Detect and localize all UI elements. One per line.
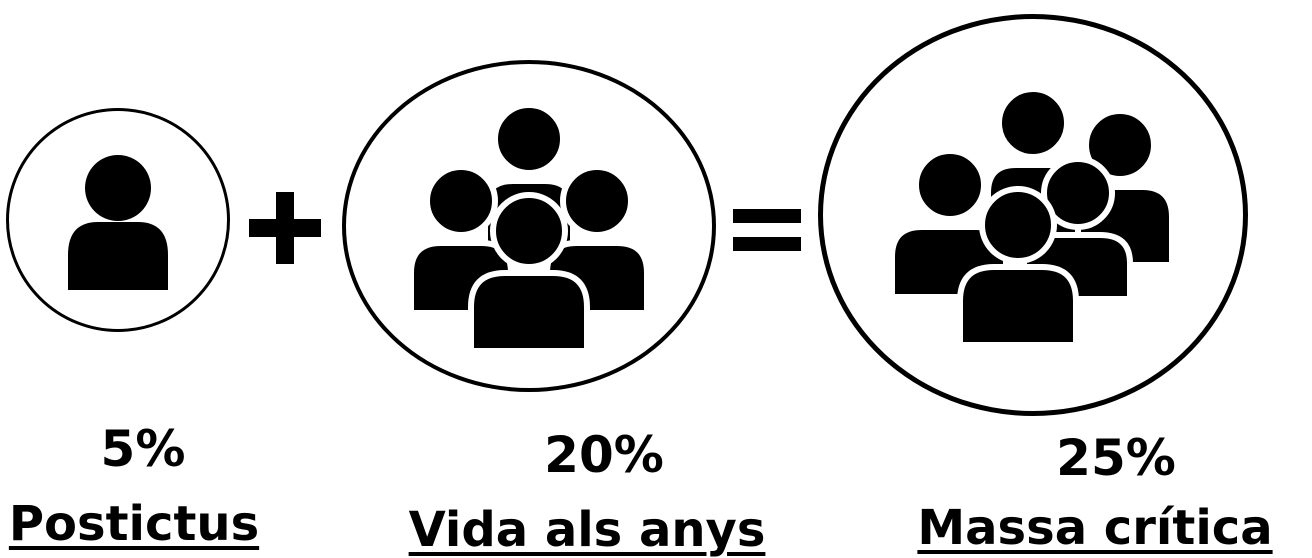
postictus-label: Postictus bbox=[8, 496, 260, 552]
massa-critica-percent: 25% bbox=[1056, 429, 1176, 487]
plus-icon bbox=[249, 192, 321, 264]
massa-critica-label: Massa crítica bbox=[917, 500, 1273, 556]
equals-icon bbox=[733, 209, 801, 251]
vida-als-anys-label: Vida als anys bbox=[408, 502, 766, 558]
postictus-circle bbox=[6, 108, 230, 332]
massa-critica-circle bbox=[818, 14, 1248, 416]
vida-als-anys-circle bbox=[342, 60, 716, 392]
group-of-five-people-icon bbox=[889, 86, 1175, 345]
group-of-four-people-icon bbox=[409, 102, 649, 351]
vida-als-anys-percent: 20% bbox=[544, 426, 664, 484]
single-person-icon bbox=[68, 155, 168, 290]
postictus-percent: 5% bbox=[100, 420, 186, 478]
